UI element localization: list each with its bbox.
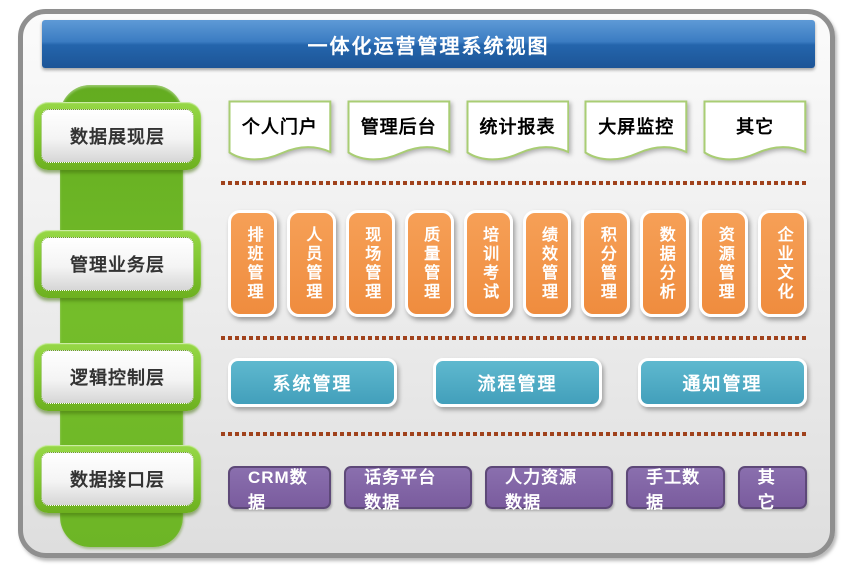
module-label: 人员管理 [303,225,321,302]
module-box-scheduling: 排班管理 [228,210,277,317]
control-box-notification: 通知管理 [638,358,807,407]
doc-box-admin: 管理后台 [347,100,451,172]
control-box-system: 系统管理 [228,358,397,407]
module-label: 质量管理 [421,225,439,302]
doc-box-other: 其它 [703,100,807,172]
module-label: 积分管理 [597,225,615,302]
separator-dotted-line [221,432,807,436]
layer-label-text: 逻辑控制层 [41,350,194,404]
module-label: 排班管理 [244,225,262,302]
module-label: 资源管理 [715,225,733,302]
doc-box-label: 统计报表 [479,117,556,137]
module-box-performance: 绩效管理 [522,210,572,317]
layer-label-text: 管理业务层 [41,237,194,291]
module-label: 企业文化 [774,225,792,302]
separator-dotted-line [221,181,807,185]
module-box-training: 培训考试 [463,210,513,317]
module-label: 现场管理 [362,225,380,302]
layer-label-presentation: 数据展现层 [34,102,201,170]
title-bar: 一体化运营管理系统视图 [42,20,815,68]
module-label: 绩效管理 [538,225,556,302]
data-box-crm: CRM数据 [228,466,332,512]
interface-row: CRM数据 话务平台数据 人力资源数据 手工数据 其它 [228,466,807,512]
document-shape [703,100,807,161]
document-shape [228,100,332,161]
separator-dotted-line [221,336,807,340]
doc-box-report: 统计报表 [466,100,570,172]
control-box-workflow: 流程管理 [433,358,602,407]
layer-label-logic: 逻辑控制层 [34,343,201,411]
presentation-row: 个人门户 管理后台 统计报表 大屏监控 其它 [228,100,807,172]
module-box-onsite: 现场管理 [345,210,395,317]
data-box-manual: 手工数据 [626,466,725,512]
module-box-culture: 企业文化 [758,210,808,317]
layer-label-interface: 数据接口层 [34,445,201,513]
layer-label-text: 数据接口层 [41,452,194,506]
module-box-analysis: 数据分析 [640,210,690,317]
layer-label-business: 管理业务层 [34,230,201,298]
module-box-personnel: 人员管理 [286,210,336,317]
doc-box-bigscreen: 大屏监控 [584,100,688,172]
business-row: 排班管理 人员管理 现场管理 质量管理 培训考试 绩效管理 积分管理 数据分析 … [228,210,808,317]
module-box-quality: 质量管理 [404,210,454,317]
doc-box-label: 个人门户 [241,117,318,137]
page-title: 一体化运营管理系统视图 [307,35,550,58]
layer-label-text: 数据展现层 [41,109,194,163]
module-box-resource: 资源管理 [699,210,749,317]
document-shape [584,100,688,161]
data-box-telephony: 话务平台数据 [344,466,473,512]
module-label: 培训考试 [480,225,498,302]
module-box-points: 积分管理 [581,210,631,317]
module-label: 数据分析 [656,225,674,302]
document-shape [347,100,451,161]
doc-box-label: 管理后台 [360,117,437,137]
doc-box-portal: 个人门户 [228,100,332,172]
doc-box-label: 其它 [736,117,775,137]
doc-box-label: 大屏监控 [598,117,675,137]
logic-row: 系统管理 流程管理 通知管理 [228,358,807,407]
document-shape [466,100,569,161]
data-box-hr: 人力资源数据 [485,466,614,512]
data-box-other: 其它 [737,466,807,512]
